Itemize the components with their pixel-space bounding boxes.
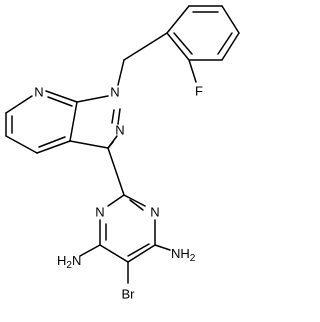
bond — [221, 5, 240, 34]
bond — [166, 5, 190, 34]
atom-labels: N N N F N N NH2 H2N Br — [34, 84, 203, 302]
bond — [123, 194, 146, 207]
bond — [127, 244, 156, 263]
bond — [154, 244, 171, 251]
atom-label-n-pyrazole-1: N — [110, 85, 119, 100]
bond — [117, 108, 121, 125]
atom-label-n-pyrimidine-upper: N — [150, 205, 159, 220]
atom-label-amine-left: H2N — [57, 253, 81, 271]
bond — [69, 101, 78, 142]
atom-label-n-pyrimidine-lower: N — [95, 205, 104, 220]
bond — [129, 199, 144, 211]
amine-left-n: N — [72, 253, 81, 268]
bond — [69, 140, 109, 149]
atom-label-n-pyridine: N — [34, 85, 43, 100]
bond — [45, 90, 78, 103]
bond — [117, 59, 125, 86]
bond — [111, 109, 115, 124]
bond — [79, 244, 101, 257]
atom-label-n-pyrazole-2: N — [115, 123, 124, 138]
atom-label-fluorine: F — [195, 84, 203, 99]
bond — [217, 32, 233, 55]
bond — [221, 32, 240, 61]
bond — [107, 147, 125, 196]
chemical-structure-diagram: N N N F N N NH2 H2N Br — [5, 5, 240, 302]
bond-lines — [5, 5, 240, 284]
bond — [5, 95, 33, 114]
amine-left-h: H — [57, 253, 66, 268]
atom-label-bromine: Br — [122, 287, 136, 302]
bond — [76, 95, 109, 103]
amine-right-text: NH — [171, 246, 190, 261]
bond — [188, 59, 197, 83]
amine-left-subscript: 2 — [66, 260, 72, 271]
bond — [5, 135, 38, 154]
bond — [38, 136, 66, 148]
bond — [107, 141, 114, 149]
bond — [166, 32, 190, 61]
bond — [47, 96, 73, 107]
amine-right-subscript: 2 — [190, 253, 196, 264]
atom-label-amine-right: NH2 — [171, 246, 196, 264]
bond — [107, 194, 125, 207]
bond — [173, 32, 193, 55]
bond — [99, 244, 129, 263]
bond — [123, 32, 168, 61]
bond — [127, 243, 150, 257]
bond — [36, 140, 71, 154]
